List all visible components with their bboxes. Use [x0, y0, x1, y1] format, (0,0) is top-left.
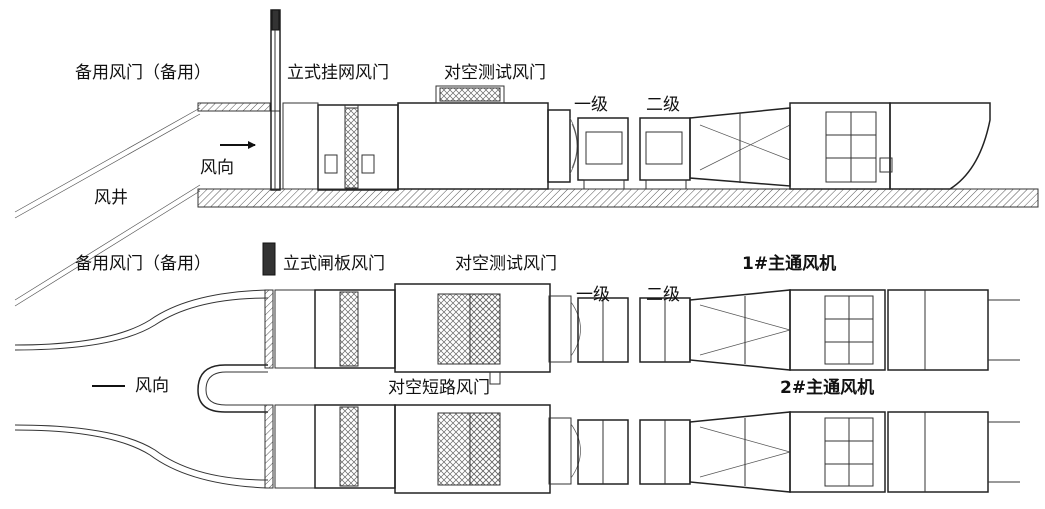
test-door-top	[435, 85, 505, 104]
fan-line-2	[274, 404, 1020, 494]
shaft-line	[14, 107, 201, 213]
bottom-test-door-label: 对空测试风门	[455, 254, 557, 274]
top-net-door-label: 立式挂网风门	[287, 63, 389, 83]
fan-line-1	[274, 283, 1020, 373]
bottom-plan	[14, 242, 1020, 494]
top-wind-direction-label: 风向	[200, 158, 234, 178]
bottom-stage2-label: 二级	[646, 285, 680, 305]
inlet-duct-lower	[14, 429, 269, 489]
shaft-line	[14, 190, 201, 307]
shaft-line	[14, 113, 201, 219]
shaft-line	[14, 184, 201, 301]
fan1-label: 1#主通风机	[742, 254, 837, 274]
main-fan-housing	[789, 102, 891, 190]
top-test-door-label: 对空测试风门	[444, 63, 546, 83]
bottom-stage1-label: 一级	[576, 285, 610, 305]
inlet-duct-upper	[14, 289, 269, 346]
duct-section	[397, 102, 549, 190]
top-stage2-label: 二级	[646, 95, 680, 115]
top-elevation	[14, 9, 1039, 307]
duct-roof	[197, 102, 271, 112]
bottom-wind-direction-label: 风向	[135, 376, 169, 396]
gate-door-actuator	[262, 242, 276, 276]
ground-slab	[197, 188, 1039, 208]
top-stage1-label: 一级	[574, 95, 608, 115]
evase	[889, 102, 991, 190]
top-shaft-label: 风井	[94, 188, 128, 208]
bottom-gate-door-label: 立式闸板风门	[283, 254, 385, 274]
fan2-label: 2#主通风机	[780, 378, 875, 398]
short-circuit-door-label: 对空短路风门	[388, 378, 490, 398]
top-backup-door-label: 备用风门（备用）	[75, 63, 211, 83]
gate-door-lower	[264, 404, 274, 489]
gate-door-upper	[264, 289, 274, 369]
short-circuit-door	[489, 371, 501, 385]
bottom-backup-door-label: 备用风门（备用）	[75, 254, 211, 274]
u-bend-duct	[197, 364, 268, 413]
